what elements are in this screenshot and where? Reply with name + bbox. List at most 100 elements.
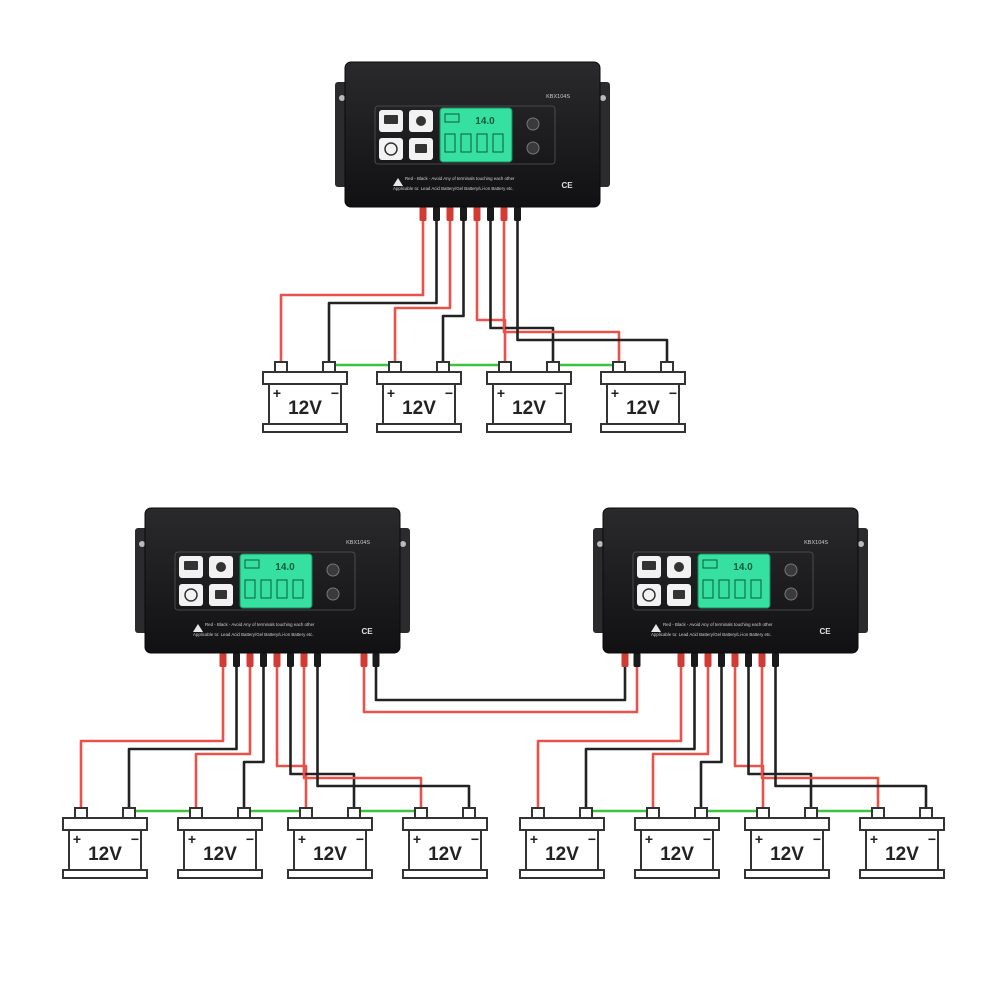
- display-glyph: [415, 144, 427, 153]
- battery-2-2: +−12V: [177, 807, 263, 879]
- ce-mark: CE: [361, 627, 373, 636]
- battery-voltage-label: 12V: [88, 844, 122, 865]
- connector-pin: [500, 207, 508, 221]
- negative-terminal: [322, 361, 336, 373]
- link-connector-pin: [621, 653, 629, 667]
- clock-icon: [379, 138, 403, 160]
- positive-terminal: [531, 807, 545, 819]
- positive-wire-g0-b1: [393, 221, 452, 362]
- minus-sign: −: [703, 831, 711, 847]
- battery-lid: [177, 817, 263, 831]
- positive-terminal: [871, 807, 885, 819]
- connector-pin: [677, 653, 685, 667]
- battery-glyph: [642, 561, 656, 570]
- battery-voltage-label: 12V: [660, 844, 694, 865]
- positive-terminal: [646, 807, 660, 819]
- battery-voltage-label: 12V: [545, 844, 579, 865]
- negative-terminal: [462, 807, 476, 819]
- minus-sign: −: [246, 831, 254, 847]
- negative-terminal: [347, 807, 361, 819]
- gear-glyph: [216, 562, 226, 572]
- minus-sign: −: [588, 831, 596, 847]
- link-connector-pin: [633, 653, 641, 667]
- minus-sign: −: [555, 385, 563, 401]
- connector-pin: [704, 653, 712, 667]
- minus-sign: −: [928, 831, 936, 847]
- battery-lid: [486, 371, 572, 385]
- mode-button: [326, 587, 340, 601]
- negative-wire-g1-b1: [242, 667, 265, 808]
- minus-sign: −: [471, 831, 479, 847]
- clock-icon: [179, 584, 203, 606]
- select-button: [784, 563, 798, 577]
- positive-terminal: [274, 361, 288, 373]
- negative-terminal: [122, 807, 136, 819]
- battery-3-1: + −12V: [519, 807, 605, 879]
- lcd-cell-indicator: [718, 579, 730, 599]
- connector-pin: [473, 207, 481, 221]
- plus-sign: +: [645, 831, 653, 847]
- battery-voltage-label: 12V: [428, 844, 462, 865]
- lcd-battery-symbol: [244, 559, 260, 569]
- battery-body: [525, 829, 599, 871]
- battery-base: [287, 869, 373, 879]
- lcd-cell-indicator: [702, 579, 714, 599]
- battery-voltage-label: 12V: [402, 398, 436, 419]
- battery-body: [293, 829, 367, 871]
- negative-wire-g1-b2: [289, 667, 356, 808]
- battery-lid: [600, 371, 686, 385]
- positive-terminal: [74, 807, 88, 819]
- battery-lid: [859, 817, 945, 831]
- battery-2-3: +−12V: [287, 807, 373, 879]
- plus-sign: +: [611, 385, 619, 401]
- battery-voltage-label: 12V: [885, 844, 919, 865]
- battery-base: [634, 869, 720, 879]
- plus-sign: +: [530, 831, 538, 847]
- batteries-layer: +−12V+−12V+−12V+−12V+−12V+−12V+−12V+−12V…: [62, 361, 945, 879]
- positive-wire-g0-b3: [502, 221, 621, 362]
- link-wire-negative: [374, 667, 627, 702]
- battery-base: [519, 869, 605, 879]
- battery-1-1: +−12V: [262, 361, 348, 433]
- negative-terminal: [546, 361, 560, 373]
- positive-terminal: [388, 361, 402, 373]
- clock-glyph: [642, 588, 656, 602]
- screw-hole: [139, 541, 145, 547]
- connector-pin: [691, 653, 698, 667]
- minus-sign: −: [331, 385, 339, 401]
- connector-pin: [731, 653, 739, 667]
- warning-icon: [393, 178, 403, 186]
- positive-terminal: [414, 807, 428, 819]
- screw-hole: [339, 95, 345, 101]
- panel-frame: [632, 551, 814, 611]
- battery-body: [408, 829, 482, 871]
- negative-terminal: [804, 807, 818, 819]
- battery-base: [859, 869, 945, 879]
- battery-glyph: [184, 561, 198, 570]
- positive-terminal: [299, 807, 313, 819]
- battery-body: [268, 383, 342, 425]
- positive-wire-g1-b0: [79, 667, 225, 808]
- connector-pin: [514, 207, 521, 221]
- battery-base: [376, 423, 462, 433]
- battery-base: [62, 869, 148, 879]
- minus-sign: −: [813, 831, 821, 847]
- warning-text-line1: Red - Black - Avoid Any of terminals tou…: [405, 176, 515, 181]
- clock-glyph: [384, 142, 398, 156]
- screw-hole: [600, 95, 606, 101]
- warning-text-line1: Red - Black - Avoid Any of terminals tou…: [663, 622, 773, 627]
- screw-hole: [597, 541, 603, 547]
- negative-terminal: [694, 807, 708, 819]
- wires-layer: [79, 207, 928, 813]
- battery-1-3: +−12V: [486, 361, 572, 433]
- warning-text-line2: Applicable to: Lead Acid Battery/Gel Bat…: [193, 632, 314, 637]
- connector-pin: [219, 653, 227, 667]
- connector-pin: [287, 653, 294, 667]
- plus-sign: +: [273, 385, 281, 401]
- screw-hole: [858, 541, 864, 547]
- negative-terminal: [660, 361, 674, 373]
- plus-sign: +: [387, 385, 395, 401]
